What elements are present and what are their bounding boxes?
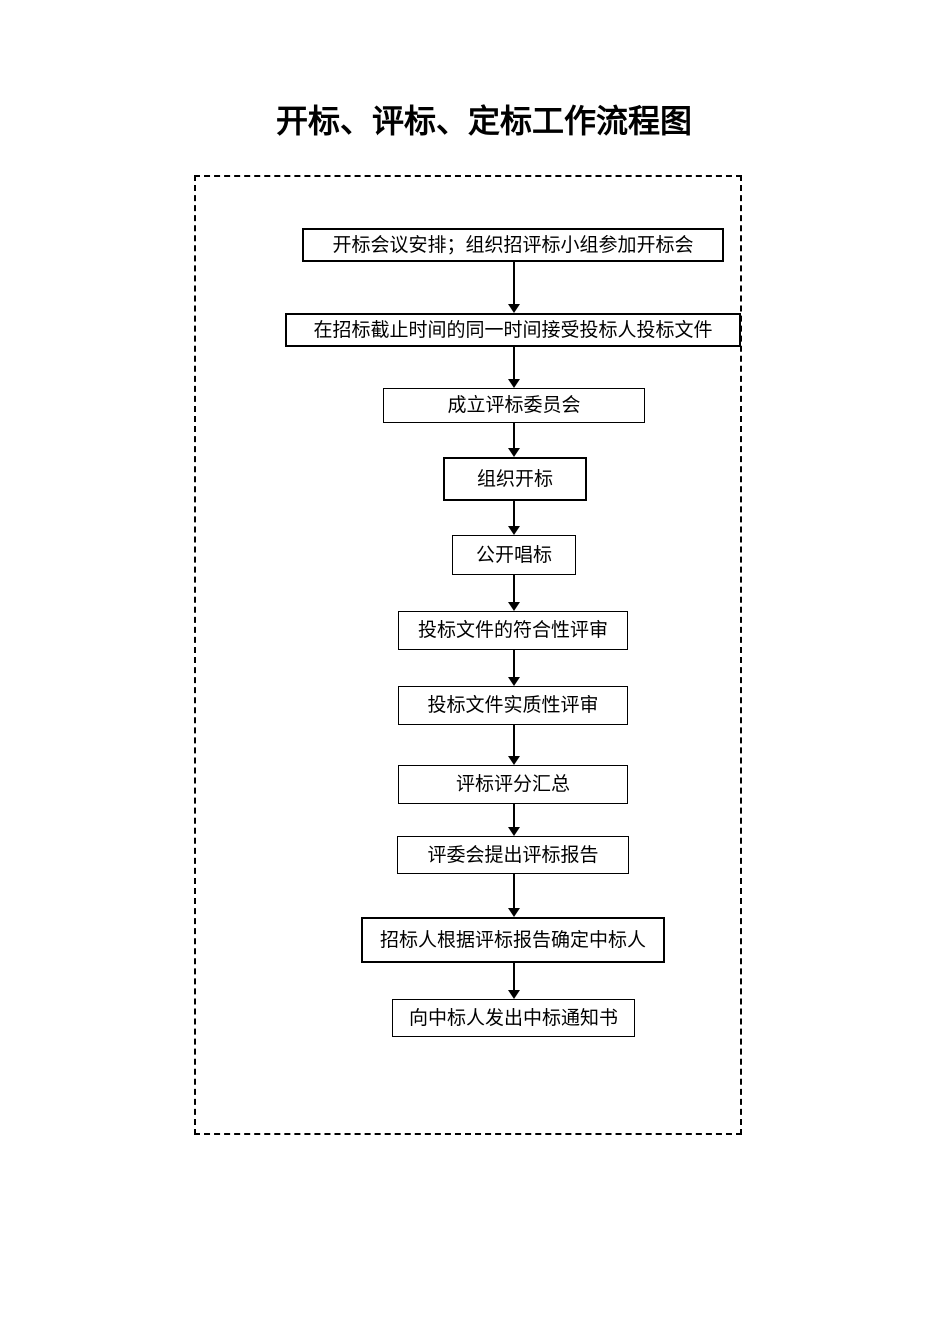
step-compliance-review: 投标文件的符合性评审 — [398, 611, 628, 650]
step-opening-meeting-arrangement: 开标会议安排；组织招评标小组参加开标会 — [302, 228, 724, 262]
down-arrow-8 — [508, 804, 520, 836]
step-receive-bid-documents: 在招标截止时间的同一时间接受投标人投标文件 — [285, 313, 741, 347]
down-arrow-10 — [508, 963, 520, 999]
flowchart-dashed-frame — [194, 175, 742, 1135]
step-public-bid-reading: 公开唱标 — [452, 535, 576, 575]
step-score-summary: 评标评分汇总 — [398, 765, 628, 804]
step-determine-winner: 招标人根据评标报告确定中标人 — [361, 917, 665, 963]
step-evaluation-report: 评委会提出评标报告 — [397, 836, 629, 874]
down-arrow-3 — [508, 423, 520, 457]
down-arrow-7 — [508, 725, 520, 765]
down-arrow-1 — [508, 262, 520, 313]
step-organize-bid-opening: 组织开标 — [443, 457, 587, 501]
step-establish-evaluation-committee: 成立评标委员会 — [383, 388, 645, 423]
down-arrow-2 — [508, 347, 520, 388]
down-arrow-4 — [508, 501, 520, 535]
step-substantive-review: 投标文件实质性评审 — [398, 686, 628, 725]
step-winner-notification: 向中标人发出中标通知书 — [392, 999, 635, 1037]
page-title: 开标、评标、定标工作流程图 — [275, 103, 693, 139]
down-arrow-6 — [508, 650, 520, 686]
down-arrow-5 — [508, 575, 520, 611]
down-arrow-9 — [508, 874, 520, 917]
